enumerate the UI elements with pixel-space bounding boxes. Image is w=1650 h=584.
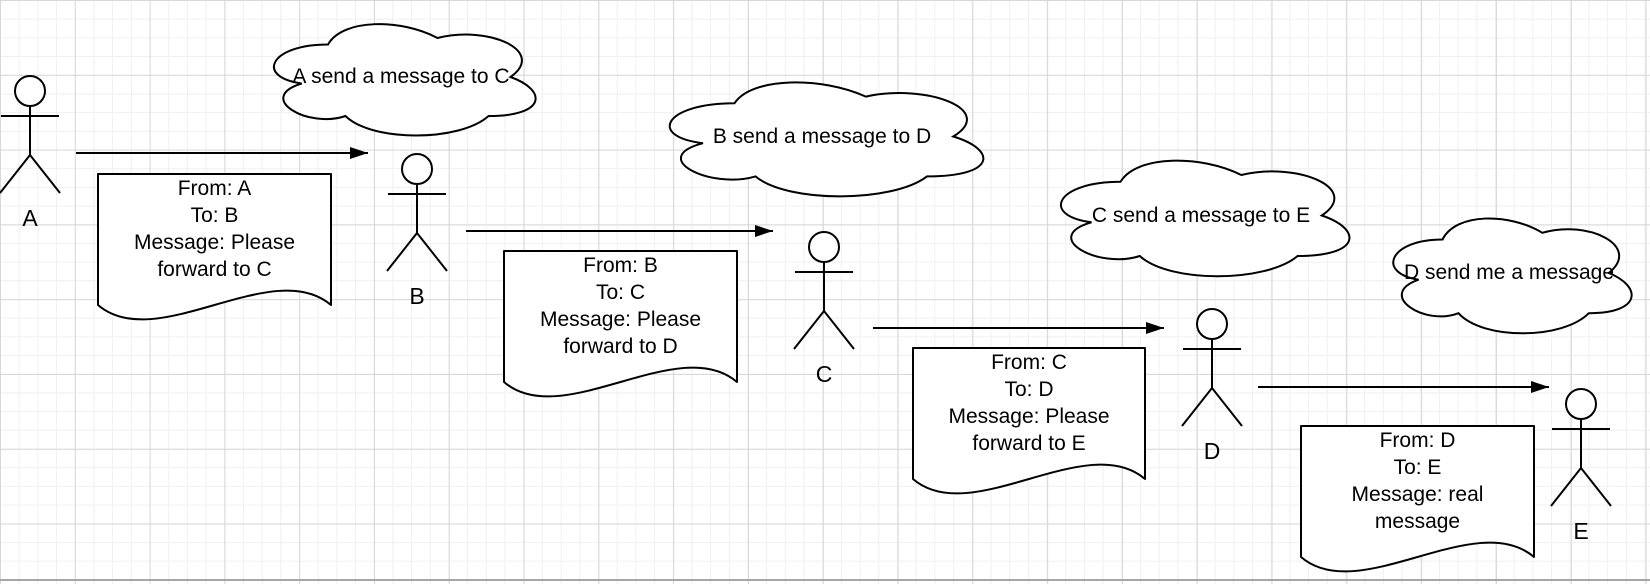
actor-head	[1196, 308, 1228, 340]
actor-left-leg	[793, 310, 825, 350]
actor-right-leg	[416, 232, 448, 272]
document-line: To: C	[595, 281, 645, 304]
cloud-label: A send a message to C	[292, 65, 510, 88]
document-shape[interactable]	[1300, 425, 1535, 573]
document-line: To: B	[190, 204, 239, 227]
actor-head	[401, 153, 433, 185]
actor-head	[808, 231, 840, 263]
actor-right-leg	[1580, 467, 1612, 507]
actor-head	[14, 75, 46, 107]
cloud-shape[interactable]	[1059, 159, 1351, 278]
document-text: From: C To: D Message: Please forward to E	[913, 349, 1145, 457]
actor-head	[1565, 388, 1597, 420]
actor-label: A	[22, 205, 38, 231]
document-line: To: E	[1393, 456, 1442, 479]
actor-label: D	[1203, 438, 1221, 464]
actor-right-leg	[823, 310, 855, 350]
actor-left-leg	[0, 154, 31, 194]
document-text: From: D To: E Message: real message	[1301, 427, 1534, 535]
actor-left-leg	[1550, 467, 1582, 507]
document-line: From: A	[177, 177, 252, 200]
document-shape[interactable]	[503, 250, 738, 398]
actor-left-leg	[1181, 387, 1213, 427]
actor-label: B	[409, 283, 425, 309]
document-line: Message: real	[1351, 483, 1484, 506]
actor-A[interactable]	[0, 75, 61, 194]
actor-left-leg	[386, 232, 418, 272]
document-line: From: D	[1379, 429, 1456, 452]
cloud-label: D send me a message	[1403, 261, 1615, 284]
actor-label: C	[815, 361, 833, 387]
document-line: message	[1374, 510, 1461, 533]
document-line: forward to D	[563, 335, 678, 358]
cloud-shape[interactable]	[273, 23, 537, 137]
document-shape[interactable]	[912, 347, 1146, 495]
document-line: To: D	[1004, 378, 1054, 401]
cloud-shape[interactable]	[668, 81, 985, 198]
cloud-shape[interactable]	[1392, 217, 1633, 335]
document-line: forward to C	[157, 258, 272, 281]
actor-C[interactable]	[793, 231, 855, 350]
document-line: From: B	[583, 254, 658, 277]
cloud-label: B send a message to D	[712, 124, 932, 148]
actor-E[interactable]	[1550, 388, 1612, 507]
document-line: Message: Please	[948, 405, 1110, 428]
page-boundary-line	[0, 579, 1650, 581]
document-text: From: B To: C Message: Please forward to D	[504, 252, 737, 360]
document-line: Message: Please	[133, 231, 296, 254]
actor-D[interactable]	[1181, 308, 1243, 427]
document-line: forward to E	[972, 432, 1086, 455]
document-line: From: C	[991, 351, 1067, 374]
actor-right-leg	[1211, 387, 1243, 427]
actor-right-leg	[29, 154, 61, 194]
cloud-label: C send a message to E	[1091, 203, 1311, 227]
document-line: Message: Please	[539, 308, 702, 331]
document-text: From: A To: B Message: Please forward to C	[98, 175, 331, 283]
actor-label: E	[1573, 518, 1589, 544]
actor-B[interactable]	[386, 153, 448, 272]
document-shape[interactable]	[97, 173, 332, 321]
